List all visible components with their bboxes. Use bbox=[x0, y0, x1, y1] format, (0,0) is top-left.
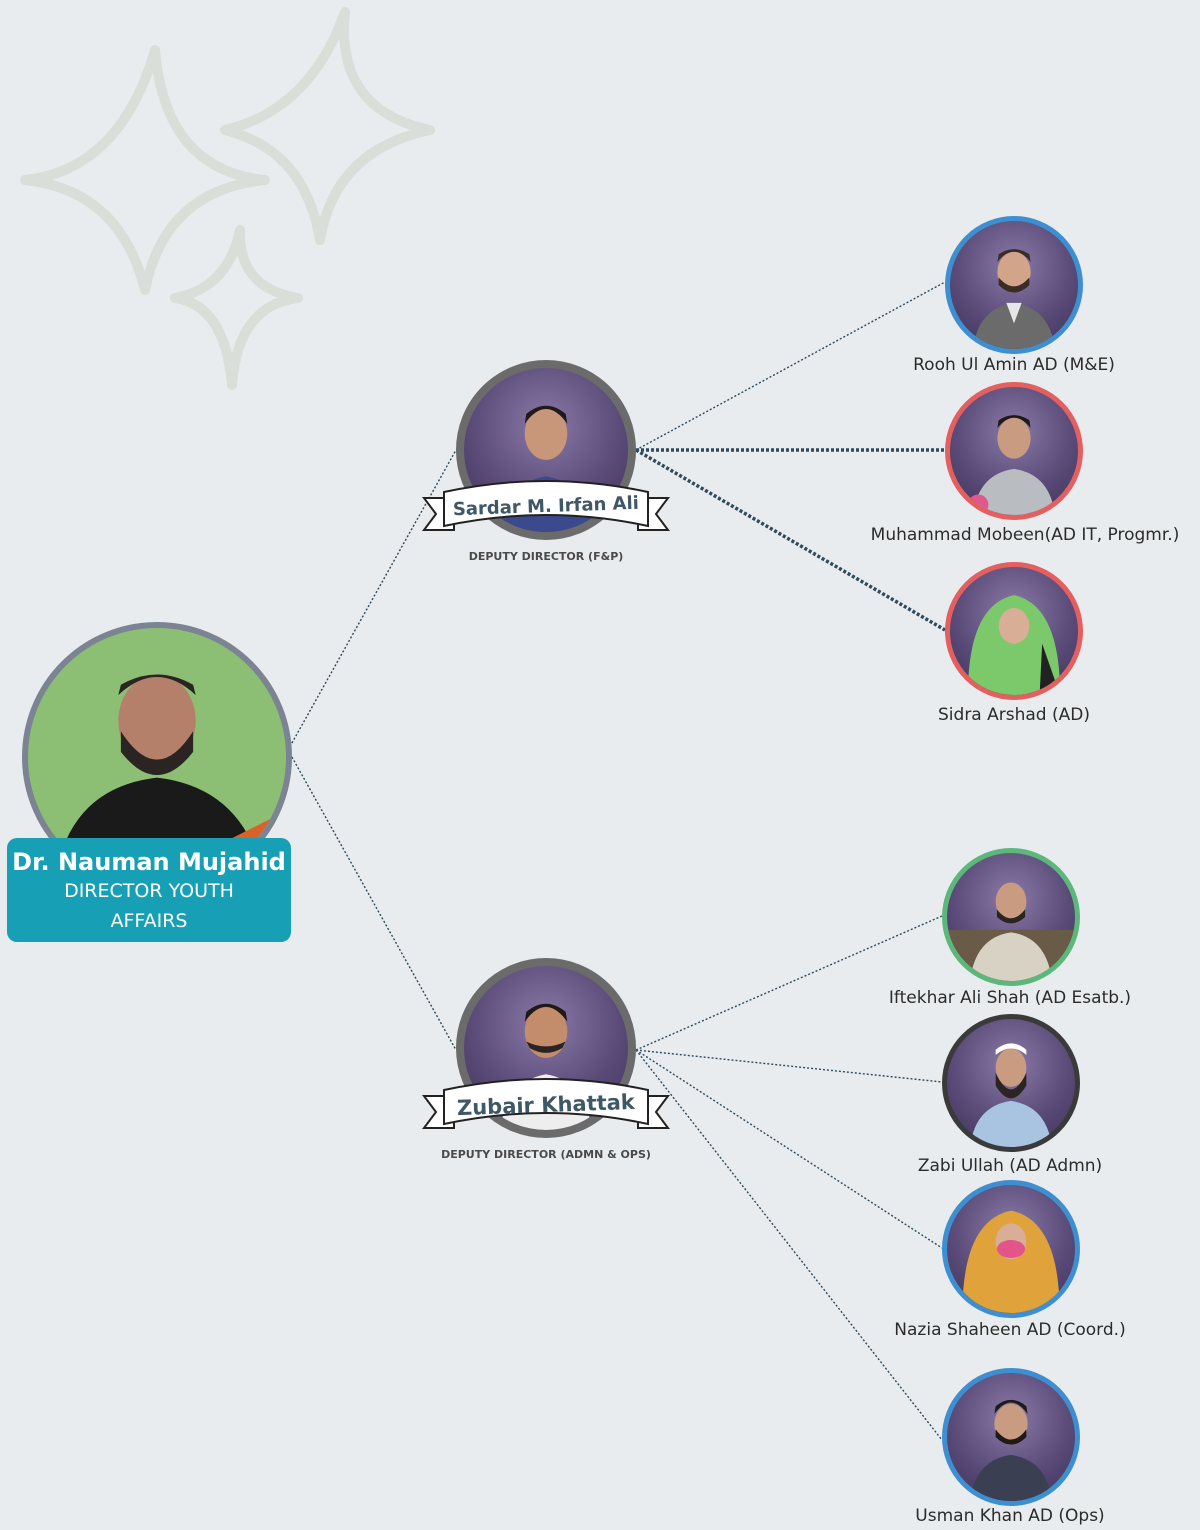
report-1-2-label: Muhammad Mobeen(AD IT, Progmr.) bbox=[870, 525, 1180, 545]
report-2-4-photo bbox=[942, 1368, 1080, 1506]
deputy-2-title: DEPUTY DIRECTOR (ADMN & OPS) bbox=[441, 1148, 651, 1161]
report-1-2-photo bbox=[945, 382, 1083, 520]
link-deputy-2-to-report-1 bbox=[635, 915, 943, 1051]
report-1-3-label: Sidra Arshad (AD) bbox=[938, 705, 1090, 725]
deputy-2-name-banner: Zubair Khattak bbox=[422, 1078, 670, 1129]
link-deputy-1-to-report-1 bbox=[635, 281, 946, 451]
director-card: Dr. Nauman Mujahid DIRECTOR YOUTH AFFAIR… bbox=[7, 838, 291, 942]
deputy-1-name-banner: Sardar M. Irfan Ali bbox=[422, 480, 670, 531]
deputy-1-title: DEPUTY DIRECTOR (F&P) bbox=[468, 550, 624, 563]
report-2-4-label: Usman Khan AD (Ops) bbox=[915, 1506, 1105, 1526]
link-deputy-2-to-report-3 bbox=[635, 1049, 943, 1249]
report-2-3-photo bbox=[942, 1180, 1080, 1318]
report-1-1-photo bbox=[945, 216, 1083, 354]
report-1-1-label: Rooh Ul Amin AD (M&E) bbox=[913, 355, 1115, 375]
link-deputy-2-to-report-4 bbox=[635, 1049, 943, 1441]
sparkle-decoration-icon bbox=[20, 7, 435, 390]
director-title: DIRECTOR YOUTH AFFAIRS bbox=[64, 880, 234, 932]
link-director-to-deputy-1 bbox=[287, 449, 457, 751]
report-2-1-photo bbox=[942, 848, 1080, 986]
report-1-3-photo bbox=[945, 562, 1083, 700]
link-deputy-2-to-report-2 bbox=[635, 1049, 943, 1083]
report-2-3-label: Nazia Shaheen AD (Coord.) bbox=[894, 1320, 1126, 1340]
link-director-to-deputy-2 bbox=[287, 749, 457, 1051]
report-2-1-label: Iftekhar Ali Shah (AD Esatb.) bbox=[888, 988, 1132, 1008]
director-name: Dr. Nauman Mujahid bbox=[12, 848, 286, 876]
report-2-2-label: Zabi Ullah (AD Admn) bbox=[917, 1156, 1103, 1176]
report-2-2-photo bbox=[942, 1014, 1080, 1152]
